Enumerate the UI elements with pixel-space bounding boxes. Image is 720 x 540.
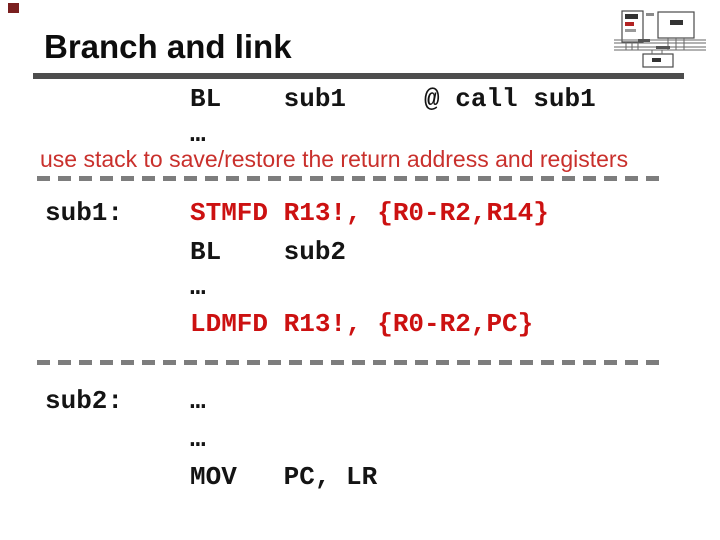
label-sub2: sub2: bbox=[45, 386, 124, 416]
code-line-mov: MOV PC, LR bbox=[190, 462, 378, 492]
title-rule bbox=[33, 73, 684, 79]
arm-bus-diagram-icon bbox=[614, 10, 706, 68]
dashed-divider bbox=[37, 360, 667, 365]
code-line-call: BL sub1 @ call sub1 bbox=[190, 84, 596, 114]
code-line-ellipsis: … bbox=[190, 272, 206, 302]
code-line-ellipsis: … bbox=[190, 119, 206, 149]
code-line-bl-sub2: BL sub2 bbox=[190, 237, 347, 267]
label-sub1: sub1: bbox=[45, 198, 124, 228]
code-line-ldmfd: LDMFD R13!, {R0-R2,PC} bbox=[190, 309, 534, 339]
code-line-ellipsis: … bbox=[190, 386, 206, 416]
page-title: Branch and link bbox=[44, 28, 292, 65]
corner-accent-mark bbox=[8, 3, 19, 13]
dashed-divider bbox=[37, 176, 667, 181]
code-line-ellipsis: … bbox=[190, 424, 206, 454]
note-text: use stack to save/restore the return add… bbox=[40, 146, 629, 172]
code-line-stmfd: STMFD R13!, {R0-R2,R14} bbox=[190, 198, 549, 228]
